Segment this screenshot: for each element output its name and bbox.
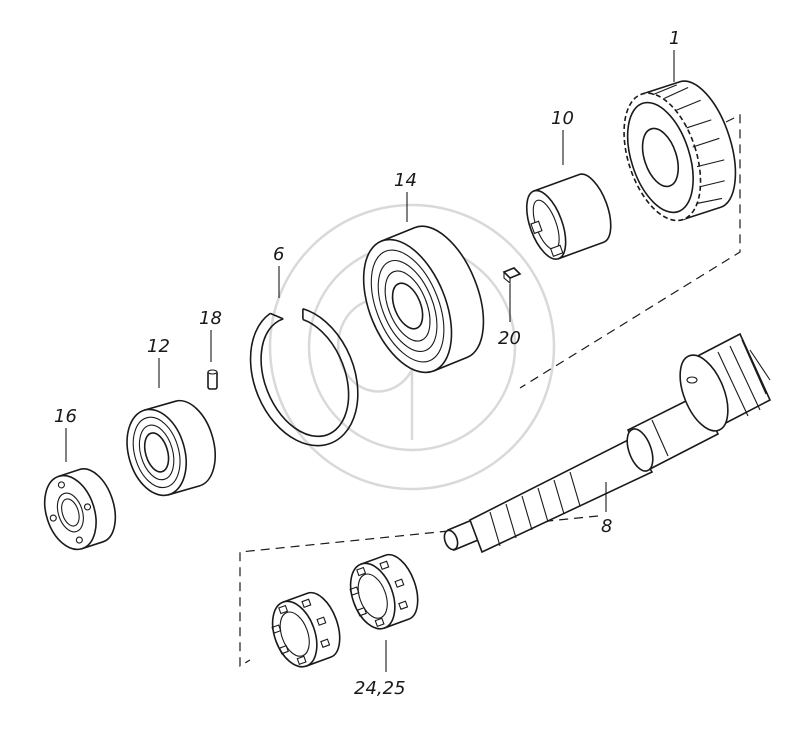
seal-part-12 (126, 399, 216, 497)
needle-bearing-part-24 (271, 591, 341, 668)
label-part-24-25: 24,25 (354, 678, 406, 699)
label-part-1: 1 (669, 28, 680, 49)
label-part-14: 14 (394, 170, 417, 191)
key-part-20 (502, 267, 522, 285)
needle-bearing-part-25 (349, 553, 419, 630)
gear-part-1 (623, 80, 737, 222)
label-part-20: 20 (498, 328, 521, 349)
label-part-6: 6 (273, 244, 284, 265)
label-part-16: 16 (54, 406, 77, 427)
assembly-dashed-lines (239, 114, 741, 668)
bearing-part-14 (362, 225, 485, 374)
leader-lines (65, 50, 675, 672)
label-part-10: 10 (551, 108, 574, 129)
bushing-part-10 (525, 173, 612, 260)
label-part-12: 12 (147, 336, 170, 357)
pin-part-18 (207, 369, 218, 390)
label-part-8: 8 (601, 516, 612, 537)
shaft-part-8 (443, 332, 772, 554)
snap-ring-part-6 (249, 308, 359, 447)
label-part-18: 18 (199, 308, 222, 329)
flange-part-16 (43, 468, 117, 551)
